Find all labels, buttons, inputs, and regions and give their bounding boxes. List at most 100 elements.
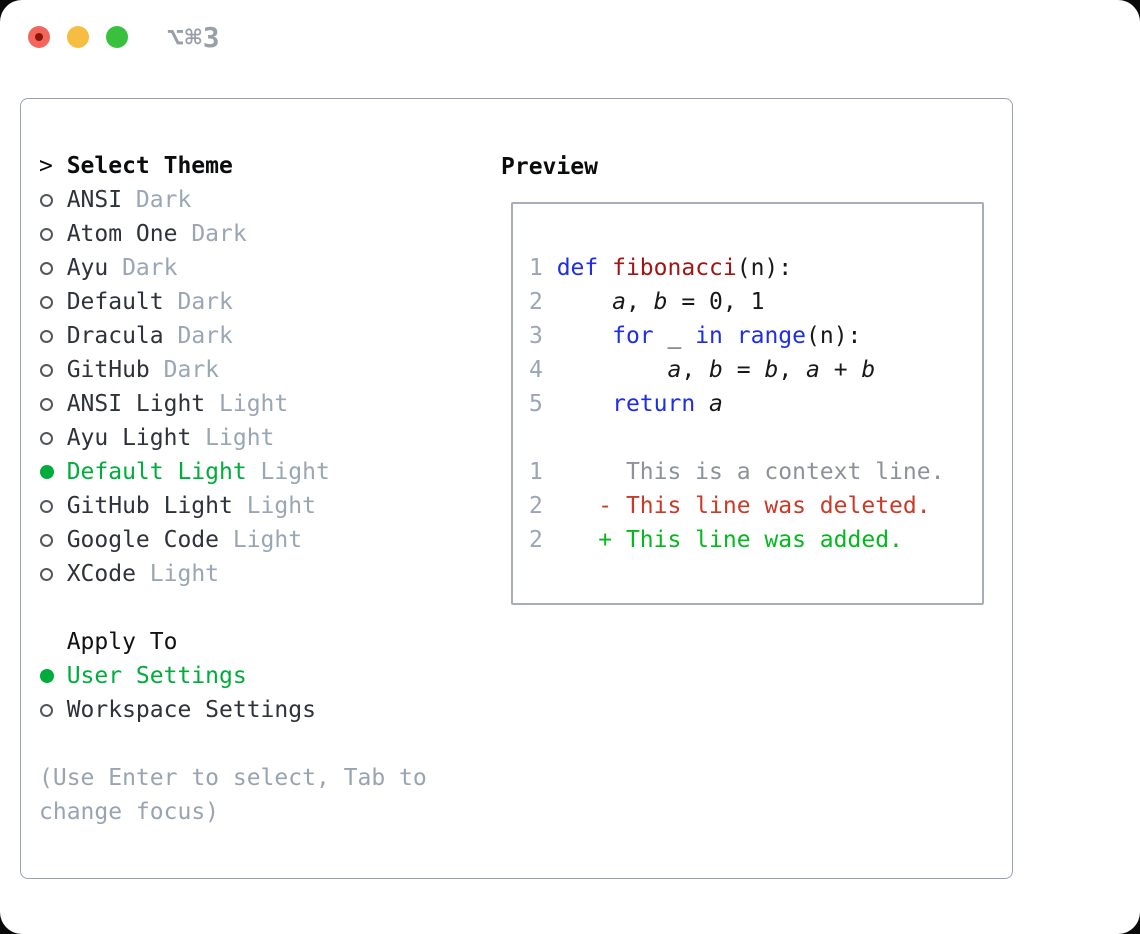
theme-option-label: ANSI Light <box>66 391 206 417</box>
theme-option-ansi[interactable]: ANSI Dark <box>39 183 427 217</box>
code-segment-pln <box>543 527 598 553</box>
radio-icon <box>39 489 67 523</box>
code-segment-pln: (n): <box>806 323 862 349</box>
preview-line: 1 This is a context line. <box>529 455 982 489</box>
theme-menu-heading: > Select Theme <box>39 149 427 183</box>
preview-line: 4 a, b = b, a + b <box>529 353 982 387</box>
code-segment-ln: 5 <box>529 391 557 417</box>
code-segment-pln <box>557 289 612 315</box>
theme-option-label: GitHub Light <box>66 493 233 519</box>
theme-option-variant: Light <box>191 425 275 451</box>
preview-line: 2 - This line was deleted. <box>529 489 982 523</box>
theme-option-label: Ayu Light <box>66 425 192 451</box>
theme-option-variant: Dark <box>108 255 178 281</box>
code-segment-pln: = <box>722 357 765 383</box>
zoom-button[interactable] <box>106 26 128 48</box>
radio-selected-icon <box>39 455 67 489</box>
theme-option-ayu-light[interactable]: Ayu Light Light <box>39 421 427 455</box>
code-segment-pln: , <box>778 357 807 383</box>
code-segment-ln: 2 <box>529 289 557 315</box>
code-segment-pln <box>695 391 709 417</box>
code-segment-pln: , <box>625 289 654 315</box>
apply-option-label: User Settings <box>66 663 247 689</box>
spacer-row <box>39 591 427 625</box>
radio-icon <box>39 387 67 421</box>
radio-icon <box>39 693 67 727</box>
minimize-button[interactable] <box>67 26 89 48</box>
apply-to-heading: Apply To <box>39 625 427 659</box>
code-segment-pln <box>557 357 668 383</box>
code-segment-add: + This line was added. <box>598 527 903 553</box>
code-segment-var: a <box>667 357 682 383</box>
radio-icon <box>39 183 67 217</box>
preview-line: 1 def fibonacci(n): <box>529 251 982 285</box>
theme-option-atom-one[interactable]: Atom One Dark <box>39 217 427 251</box>
code-segment-var: b <box>764 357 779 383</box>
theme-option-label: Default <box>66 289 164 315</box>
hint-line: change focus) <box>39 795 427 829</box>
apply-option-workspace-settings[interactable]: Workspace Settings <box>39 693 427 727</box>
code-segment-pln <box>543 493 598 519</box>
apply-option-user-settings[interactable]: User Settings <box>39 659 427 693</box>
code-segment-var: b <box>861 357 876 383</box>
theme-option-label: Default Light <box>66 459 247 485</box>
code-segment-pln: (n): <box>736 255 793 281</box>
code-segment-var: a <box>806 357 820 383</box>
theme-option-default-light[interactable]: Default Light Light <box>39 455 427 489</box>
theme-option-github[interactable]: GitHub Dark <box>39 353 427 387</box>
theme-option-xcode[interactable]: XCode Light <box>39 557 427 591</box>
theme-option-label: GitHub <box>66 357 150 383</box>
apply-option-label: Workspace Settings <box>66 697 316 723</box>
radio-icon <box>39 421 67 455</box>
theme-option-label: XCode <box>66 561 136 587</box>
unsaved-dot-icon <box>35 33 43 41</box>
theme-option-variant: Light <box>135 561 220 587</box>
prompt-char: > <box>39 153 53 179</box>
window-title: ⌥⌘3 <box>167 21 221 54</box>
close-button[interactable] <box>28 26 50 48</box>
theme-option-variant: Light <box>205 391 289 417</box>
theme-option-ayu[interactable]: Ayu Dark <box>39 251 427 285</box>
theme-option-default[interactable]: Default Dark <box>39 285 427 319</box>
code-segment-ctx: This is a context line. <box>542 459 945 485</box>
radio-icon <box>39 217 67 251</box>
spacer-row <box>39 727 427 761</box>
theme-option-google-code[interactable]: Google Code Light <box>39 523 427 557</box>
prompt-marker: > <box>39 149 67 183</box>
code-segment-pln <box>723 323 737 349</box>
theme-option-variant: Light <box>246 459 330 485</box>
hint-text: (Use Enter to select, Tab to <box>39 765 427 791</box>
code-segment-fn: fibonacci <box>612 255 737 281</box>
radio-selected-icon <box>39 659 67 693</box>
apply-to-heading-label: Apply To <box>66 629 178 655</box>
code-segment-del: - This line was deleted. <box>598 493 931 519</box>
preview-heading: Preview <box>501 154 598 180</box>
code-segment-var: b <box>709 357 723 383</box>
code-segment-ln: 1 <box>529 255 557 281</box>
radio-icon <box>39 353 67 387</box>
traffic-lights <box>28 26 128 48</box>
radio-icon <box>39 319 67 353</box>
theme-option-variant: Dark <box>163 323 233 349</box>
radio-icon <box>39 523 67 557</box>
theme-option-ansi-light[interactable]: ANSI Light Light <box>39 387 427 421</box>
code-segment-pln: , <box>681 357 710 383</box>
theme-option-variant: Dark <box>177 221 247 247</box>
theme-menu-heading-label: Select Theme <box>66 153 233 179</box>
theme-option-variant: Dark <box>163 289 233 315</box>
theme-option-github-light[interactable]: GitHub Light Light <box>39 489 427 523</box>
theme-option-variant: Light <box>232 493 316 519</box>
code-segment-ln: 1 <box>529 459 543 485</box>
code-segment-pln: _ <box>653 323 696 349</box>
theme-option-dracula[interactable]: Dracula Dark <box>39 319 427 353</box>
code-segment-var: b <box>653 289 668 315</box>
radio-icon <box>39 285 67 319</box>
code-segment-var: a <box>612 289 626 315</box>
preview-line: 2 a, b = 0, 1 <box>529 285 982 319</box>
code-segment-var: a <box>709 391 723 417</box>
theme-option-label: ANSI <box>66 187 123 213</box>
code-segment-ln: 2 <box>529 527 543 553</box>
